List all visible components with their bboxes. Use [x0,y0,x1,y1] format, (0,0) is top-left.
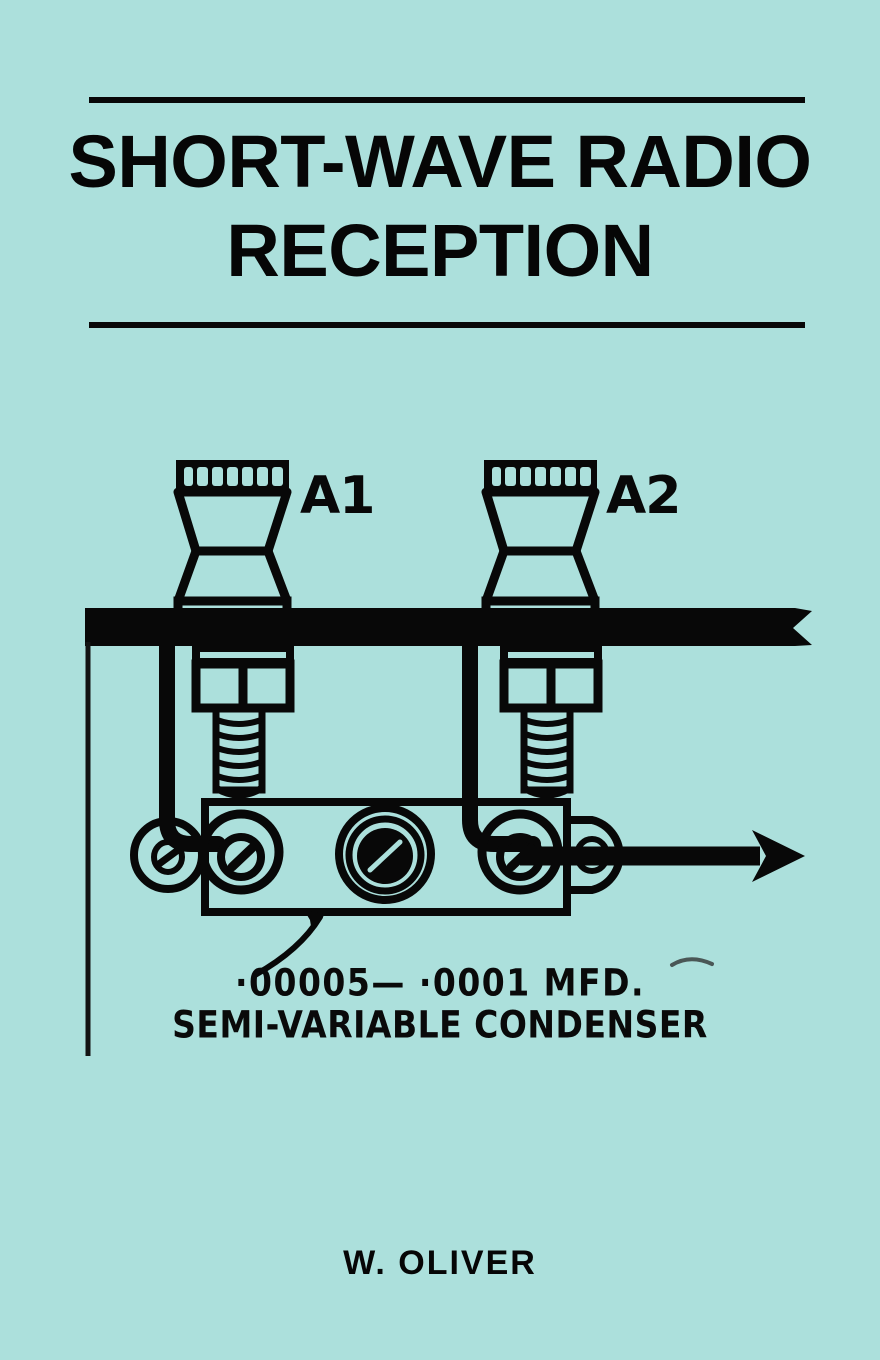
antenna-terminal-diagram [85,460,812,1056]
condenser-caption-name: SEMI-VARIABLE CONDENSER [172,1002,708,1047]
title-line-2: RECEPTION [226,208,654,292]
cover-illustration [0,420,880,1100]
title-rule-bottom [89,322,805,328]
panel-edge-bar [85,608,812,646]
terminal-label-a1: A1 [300,466,375,526]
wire-a2-to-condenser [462,638,541,852]
condenser-caption-value: ·00005— ·0001 MFD. [234,960,645,1005]
author-name: W. OLIVER [343,1244,537,1282]
caption-pointer-arrow [252,910,325,978]
terminal-bolt-a2 [499,644,603,799]
output-lead-arrow [520,830,805,882]
title-rule-top [89,97,805,103]
page-title: SHORT-WAVE RADIO RECEPTION [0,120,880,292]
terminal-label-a2: A2 [606,466,681,526]
title-line-1: SHORT-WAVE RADIO [68,120,812,203]
insulator-a2 [481,460,600,636]
terminal-bolt-a1 [191,644,295,799]
print-speck [670,957,714,967]
insulator-a1 [173,460,292,636]
